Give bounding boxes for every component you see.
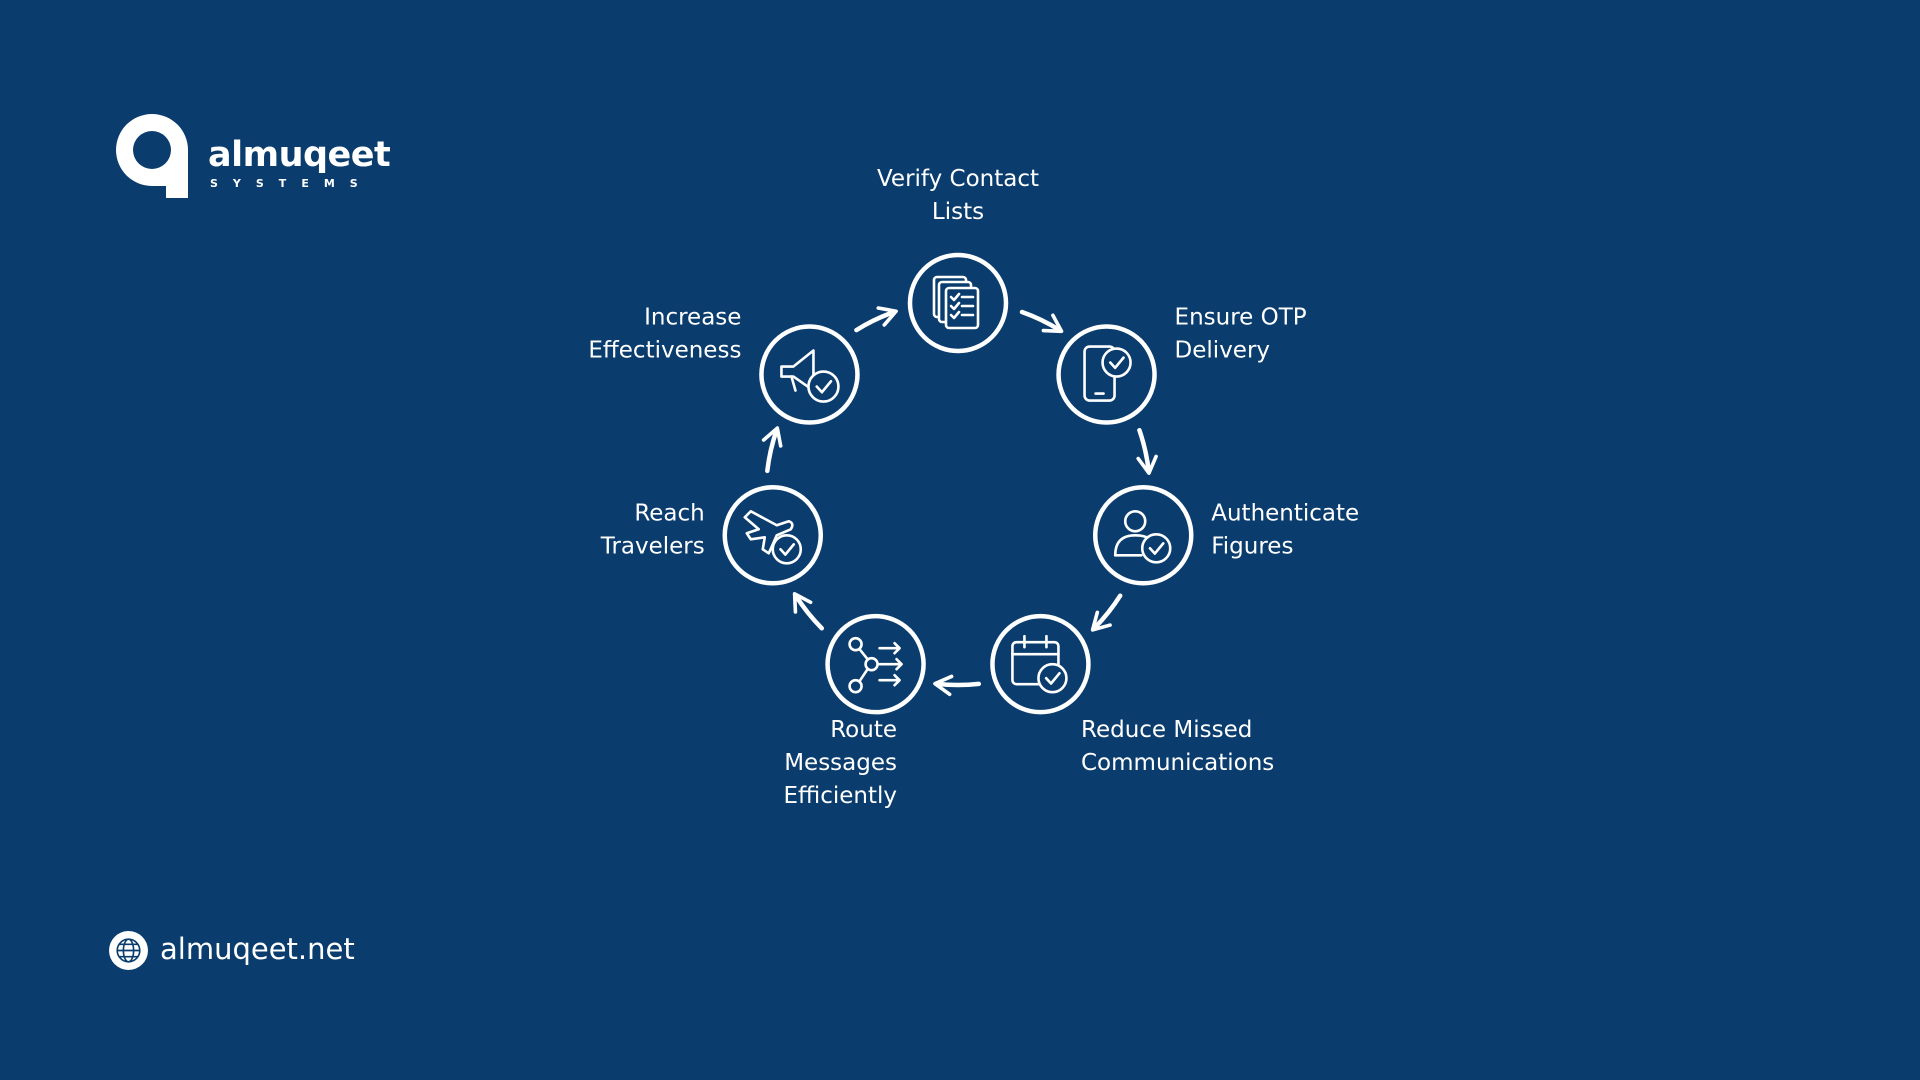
brand-name: almuqeet (208, 135, 391, 175)
cycle-arrow (792, 591, 825, 631)
globe-icon (109, 931, 148, 970)
cycle-label-otp: Ensure OTP Delivery (1175, 305, 1307, 364)
node-ring (825, 613, 926, 715)
label-line: Authenticate (1211, 500, 1359, 526)
route-arrows-icon (848, 636, 903, 694)
document-checklist-icon (932, 275, 980, 330)
node-ring (990, 613, 1091, 715)
label-line: Route (830, 717, 897, 743)
logo-mark-icon (116, 114, 188, 198)
label-line: Communications (1081, 750, 1274, 776)
cycle-arrow (854, 306, 898, 333)
cycle-node-otp: Ensure OTP Delivery (1056, 305, 1307, 425)
label-line: Figures (1211, 533, 1293, 559)
label-line: Delivery (1175, 338, 1270, 364)
node-ring (907, 252, 1009, 354)
cycle-arrow (933, 674, 982, 697)
node-ring (759, 324, 860, 425)
label-line: Lists (932, 199, 984, 225)
label-line: Verify Contact (877, 166, 1039, 192)
label-line: Ensure OTP (1175, 305, 1307, 331)
website-url: almuqeet.net (160, 932, 355, 966)
cycle-arrow (1090, 593, 1123, 632)
label-line: Travelers (600, 533, 705, 559)
brand-tagline: SYSTEMS (210, 177, 373, 190)
node-ring (1092, 485, 1194, 586)
label-line: Messages (784, 750, 897, 776)
megaphone-check-icon (780, 349, 840, 403)
label-line: Efficiently (783, 783, 897, 809)
company-logo: almuqeet SYSTEMS (108, 106, 391, 202)
label-line: Increase (644, 305, 741, 331)
node-ring (722, 485, 824, 586)
cycle-arrow (1019, 309, 1064, 334)
cycle-arrow (761, 426, 783, 474)
node-ring (1056, 324, 1157, 425)
label-line: Reach (634, 500, 704, 526)
calendar-check-icon (1011, 634, 1068, 694)
airplane-check-icon (743, 509, 803, 565)
label-line: Effectiveness (588, 338, 741, 364)
cycle-arrows (761, 306, 1158, 697)
label-line: Reduce Missed (1081, 717, 1252, 743)
user-check-icon (1113, 509, 1172, 564)
phone-check-icon (1083, 345, 1132, 402)
cycle-arrow (1136, 427, 1158, 475)
